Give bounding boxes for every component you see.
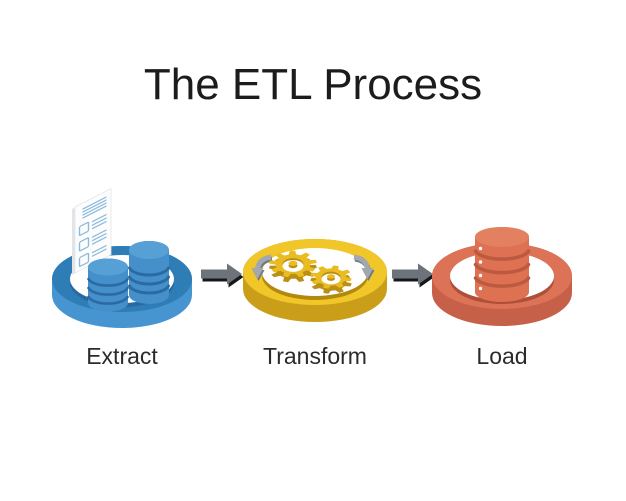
database-cylinder-large-icon [128, 241, 170, 304]
stage-label-extract: Extract [86, 343, 158, 369]
database-stack-icon [473, 227, 531, 302]
stage-load-icon [432, 227, 572, 326]
diagram-title: The ETL Process [143, 60, 483, 109]
stage-transform-icon [243, 239, 387, 322]
stage-extract-icon [52, 188, 192, 328]
flow-right-arrow-icon-1 [201, 263, 244, 288]
document-icon [72, 188, 112, 276]
stage-label-transform: Transform [263, 343, 367, 369]
flow-right-arrow-icon-2 [392, 263, 435, 288]
gear-right-icon [310, 265, 352, 294]
gear-left-icon [269, 250, 317, 283]
database-cylinder-small-icon [87, 258, 129, 312]
rotate-arrow-left-icon [251, 254, 273, 281]
stage-label-load: Load [476, 343, 528, 369]
rotate-arrow-right-icon [353, 254, 375, 281]
